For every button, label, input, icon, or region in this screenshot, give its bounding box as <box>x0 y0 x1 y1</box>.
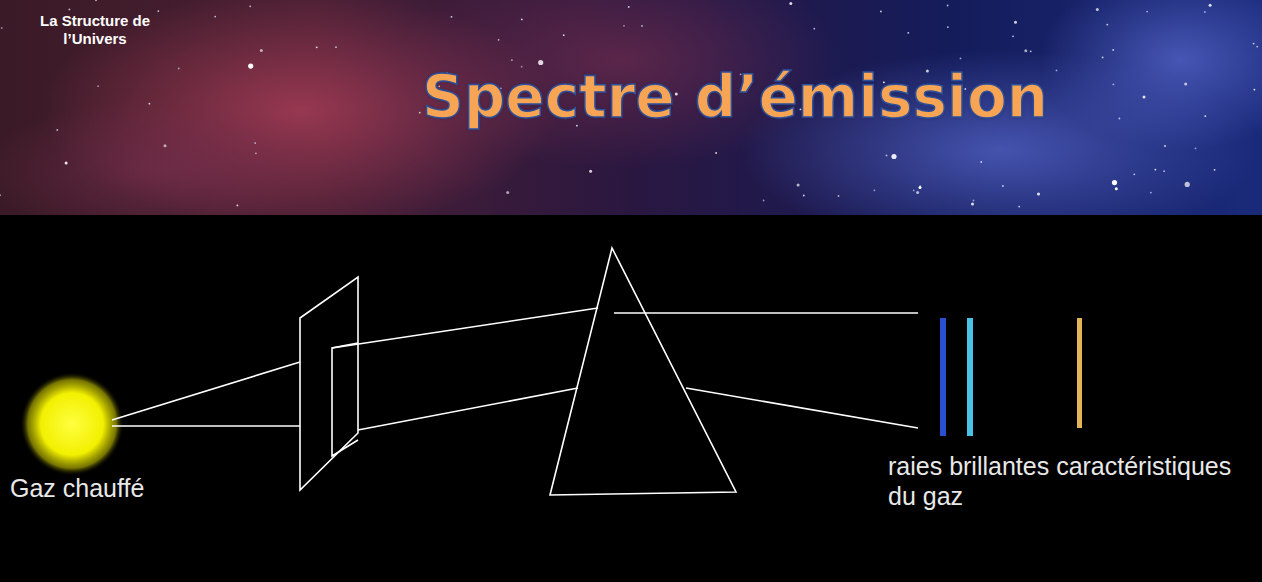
spectral-lines <box>940 318 1082 436</box>
optical-setup <box>112 248 918 495</box>
gas-label: Gaz chauffé <box>10 474 144 504</box>
heated-gas <box>20 372 124 476</box>
section-name: La Structure de l’Univers <box>35 12 155 48</box>
lines-label: raies brillantes caractéristiques du gaz <box>888 452 1250 511</box>
page-title: Spectre d’émission <box>422 66 1048 130</box>
starfield-banner <box>0 0 1262 250</box>
